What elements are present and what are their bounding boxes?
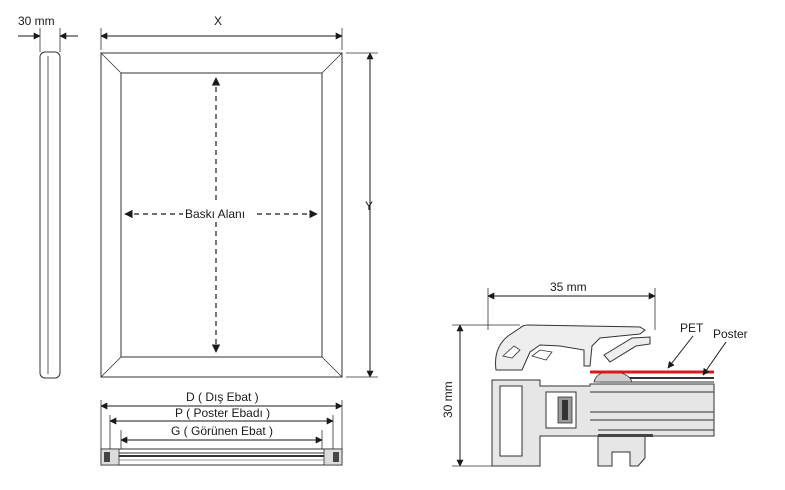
outer-size-label: D ( Dış Ebat ) <box>186 390 259 404</box>
side-view: 30 mm <box>18 14 78 379</box>
snap-cover <box>495 324 646 371</box>
x-label: X <box>214 14 222 28</box>
print-area-label: Baskı Alanı <box>185 207 245 221</box>
visible-size-label: G ( Görünen Ebat ) <box>171 424 273 438</box>
poster-size-label: P ( Poster Ebadı ) <box>175 406 270 420</box>
poster-label: Poster <box>713 327 748 341</box>
y-label: Y <box>365 199 373 213</box>
profile-section: 35 mm 30 mm PET Poster <box>441 280 748 467</box>
profile-height-label: 30 mm <box>441 381 455 418</box>
frame-cross-section-strip <box>100 448 343 466</box>
bottom-dimensions: D ( Dış Ebat ) P ( Poster Ebadı ) G ( Gö… <box>100 390 343 466</box>
pet-label: PET <box>680 321 704 335</box>
profile-chamber <box>499 385 523 457</box>
front-view: X Y Baskı Alanı <box>100 14 378 378</box>
depth-label: 30 mm <box>18 14 55 28</box>
base-profile <box>491 379 715 467</box>
profile-width-label: 35 mm <box>550 280 587 294</box>
side-profile <box>39 51 61 379</box>
